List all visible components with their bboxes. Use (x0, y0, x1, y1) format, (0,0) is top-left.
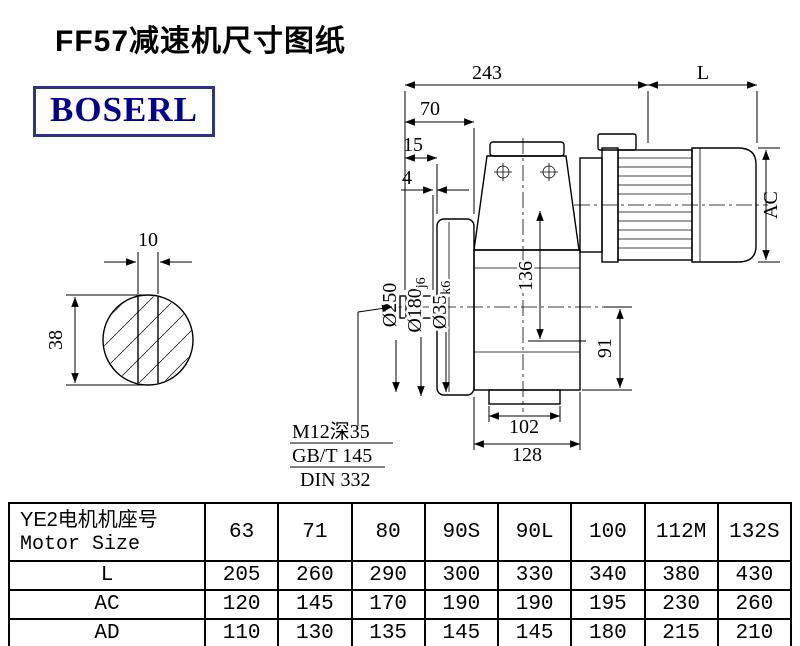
cell-L-90s: 300 (423, 560, 500, 591)
dim-flange-od: Ø250 (379, 283, 401, 327)
cell-AC-90l: 190 (496, 589, 573, 620)
size-col-90s: 90S (423, 502, 500, 562)
cell-AC-90s: 190 (423, 589, 500, 620)
boserl-logo: BOSERL (33, 86, 215, 137)
motor-size-label-en: Motor Size (20, 533, 141, 556)
dim-70: 70 (405, 98, 475, 214)
table-row-AD: AD 110 130 135 145 145 180 215 210 (8, 618, 793, 646)
cell-L-100: 340 (570, 560, 646, 591)
dim-91: 91 (582, 306, 632, 391)
bore-diameter-dimension: 38 (45, 294, 145, 386)
cell-AC-100: 195 (570, 589, 646, 620)
dim-AC-label: AC (760, 191, 782, 219)
dim-243: 243 (404, 62, 649, 290)
dim-AC: AC (758, 147, 782, 263)
cell-L-63: 205 (203, 560, 280, 591)
row-label-AC: AC (8, 589, 206, 620)
motor-size-header-cell: YE2电机机座号 Motor Size (8, 502, 206, 562)
spigot-tolerance: j6 (414, 277, 429, 289)
dim-243-label: 243 (472, 62, 502, 84)
bore-circle (102, 294, 194, 386)
motor-outline (579, 133, 757, 263)
shaft-value: Ø35 (429, 295, 451, 329)
note-tap-label: M12深35 (292, 420, 370, 443)
dim-128-label: 128 (512, 444, 542, 466)
centerlines (386, 138, 768, 412)
motor-dimension-table-wrap: YE2电机机座号 Motor Size 63 71 80 90S 90L 100… (8, 502, 793, 646)
shaft-bore-section-view (102, 294, 194, 386)
cell-L-90l: 330 (496, 560, 573, 591)
dim-91-label: 91 (594, 338, 616, 358)
dim-L-label: L (697, 62, 709, 84)
dim-spigot-diameter: Ø180j6 (404, 277, 429, 332)
note-gb-label: GB/T 145 (292, 445, 372, 467)
cell-AD-80: 135 (350, 618, 426, 646)
table-header-row: YE2电机机座号 Motor Size 63 71 80 90S 90L 100… (8, 502, 793, 562)
dim-4-label: 4 (402, 167, 412, 189)
tapped-hole-note: M12深35 GB/T 145 DIN 332 (290, 304, 393, 491)
note-din-label: DIN 332 (300, 469, 371, 491)
dim-shaft-diameter: Ø35k6 (429, 281, 454, 329)
dim-128: 128 (473, 392, 581, 466)
cell-AD-90s: 145 (423, 618, 500, 646)
row-label-L: L (8, 560, 206, 591)
cell-AC-63: 120 (203, 589, 280, 620)
page-title: FF57减速机尺寸图纸 (55, 25, 347, 58)
dim-136-label: 136 (515, 261, 537, 291)
cell-AC-132s: 260 (716, 589, 793, 620)
cell-AC-80: 170 (350, 589, 426, 620)
size-col-63: 63 (203, 502, 280, 562)
row-label-AD: AD (8, 618, 206, 646)
cell-AD-90l: 145 (496, 618, 573, 646)
keyway-width-dimension: 10 (104, 229, 192, 294)
dim-102-label: 102 (509, 416, 539, 438)
boserl-logo-text: BOSERL (50, 90, 198, 129)
reducer-outline (399, 141, 581, 405)
screw-center-marks (494, 163, 558, 181)
cell-AC-71: 145 (277, 589, 353, 620)
dim-102: 102 (488, 406, 561, 438)
cell-AD-112m: 215 (643, 618, 719, 646)
cell-L-132s: 430 (716, 560, 793, 591)
diameter-callouts: Ø250 Ø180j6 Ø35k6 (377, 275, 457, 396)
dim-136: 136 (513, 211, 586, 342)
spigot-value: Ø180 (404, 288, 426, 332)
cell-L-112m: 380 (643, 560, 719, 591)
shaft-tolerance: k6 (439, 281, 454, 295)
cell-AD-71: 130 (277, 618, 353, 646)
size-col-112m: 112M (643, 502, 719, 562)
size-col-80: 80 (350, 502, 426, 562)
motor-size-label-cn: YE2电机机座号 (20, 509, 158, 531)
table-row-L: L 205 260 290 300 330 340 380 430 (8, 560, 793, 591)
size-col-132s: 132S (716, 502, 793, 562)
motor-fins (618, 157, 692, 249)
section-hatching (104, 296, 192, 384)
dim-15-label: 15 (403, 134, 423, 156)
dim-keyway-width: 10 (138, 229, 158, 251)
dim-4: 4 (401, 167, 469, 290)
cell-AD-100: 180 (570, 618, 646, 646)
cell-L-71: 260 (277, 560, 353, 591)
table-row-AC: AC 120 145 170 190 190 195 230 260 (8, 589, 793, 620)
size-col-71: 71 (277, 502, 353, 562)
size-col-90l: 90L (496, 502, 573, 562)
cell-L-80: 290 (350, 560, 426, 591)
cell-AD-63: 110 (203, 618, 280, 646)
dim-L: L (648, 62, 758, 143)
dim-70-label: 70 (420, 98, 440, 120)
dim-bore-diameter: 38 (45, 330, 67, 350)
cell-AC-112m: 230 (643, 589, 719, 620)
size-col-100: 100 (570, 502, 646, 562)
cell-AD-132s: 210 (716, 618, 793, 646)
motor-dimension-table: YE2电机机座号 Motor Size 63 71 80 90S 90L 100… (8, 502, 793, 646)
